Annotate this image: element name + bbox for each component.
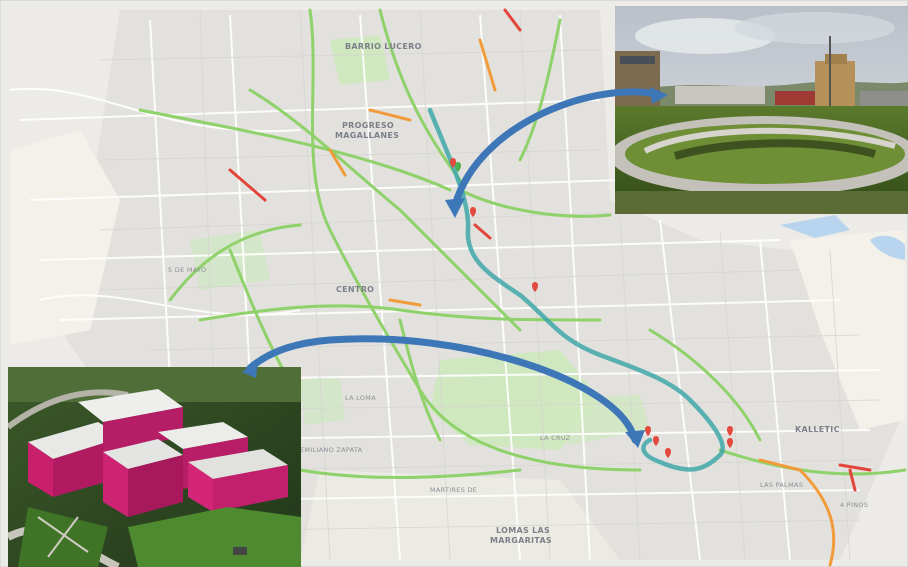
label-centro: CENTRO	[336, 285, 374, 294]
label-cinco-de-mayo: 5 DE MAYO	[168, 266, 206, 274]
label-cuarto-pinos: 4 PINOS	[840, 501, 868, 509]
label-la-loma: LA LOMA	[345, 394, 376, 402]
traffic-roads-red	[228, 8, 872, 492]
pin-marker	[470, 207, 476, 217]
open-land	[10, 130, 905, 560]
pin-marker	[727, 426, 733, 436]
building-aerial-photo	[8, 367, 301, 567]
pin-marker	[645, 426, 651, 436]
label-lomas-las: LOMAS LAS	[496, 526, 550, 535]
plaza-photo	[615, 6, 908, 214]
label-kalletic: KALLETIC	[795, 425, 840, 434]
traffic-roads-orange	[328, 38, 836, 567]
minor-streets	[9, 14, 881, 561]
pin-marker	[665, 448, 671, 458]
label-martires: MARTIRES DE	[430, 486, 477, 494]
label-emiliano-zapata: EMILIANO ZAPATA	[300, 446, 363, 454]
label-magallanes: MAGALLANES	[335, 131, 399, 140]
label-la-cruz: LA CRUZ	[540, 434, 571, 442]
pin-marker	[532, 282, 538, 292]
label-progreso: PROGRESO	[342, 121, 394, 130]
water-body	[780, 215, 850, 238]
label-barrio-lucero: BARRIO LUCERO	[345, 42, 422, 51]
pin-marker	[727, 438, 733, 448]
label-las-palmas: LAS PALMAS	[760, 481, 803, 489]
label-margaritas: MARGARITAS	[490, 536, 552, 545]
water-body	[870, 235, 905, 260]
pin-marker	[653, 436, 659, 446]
